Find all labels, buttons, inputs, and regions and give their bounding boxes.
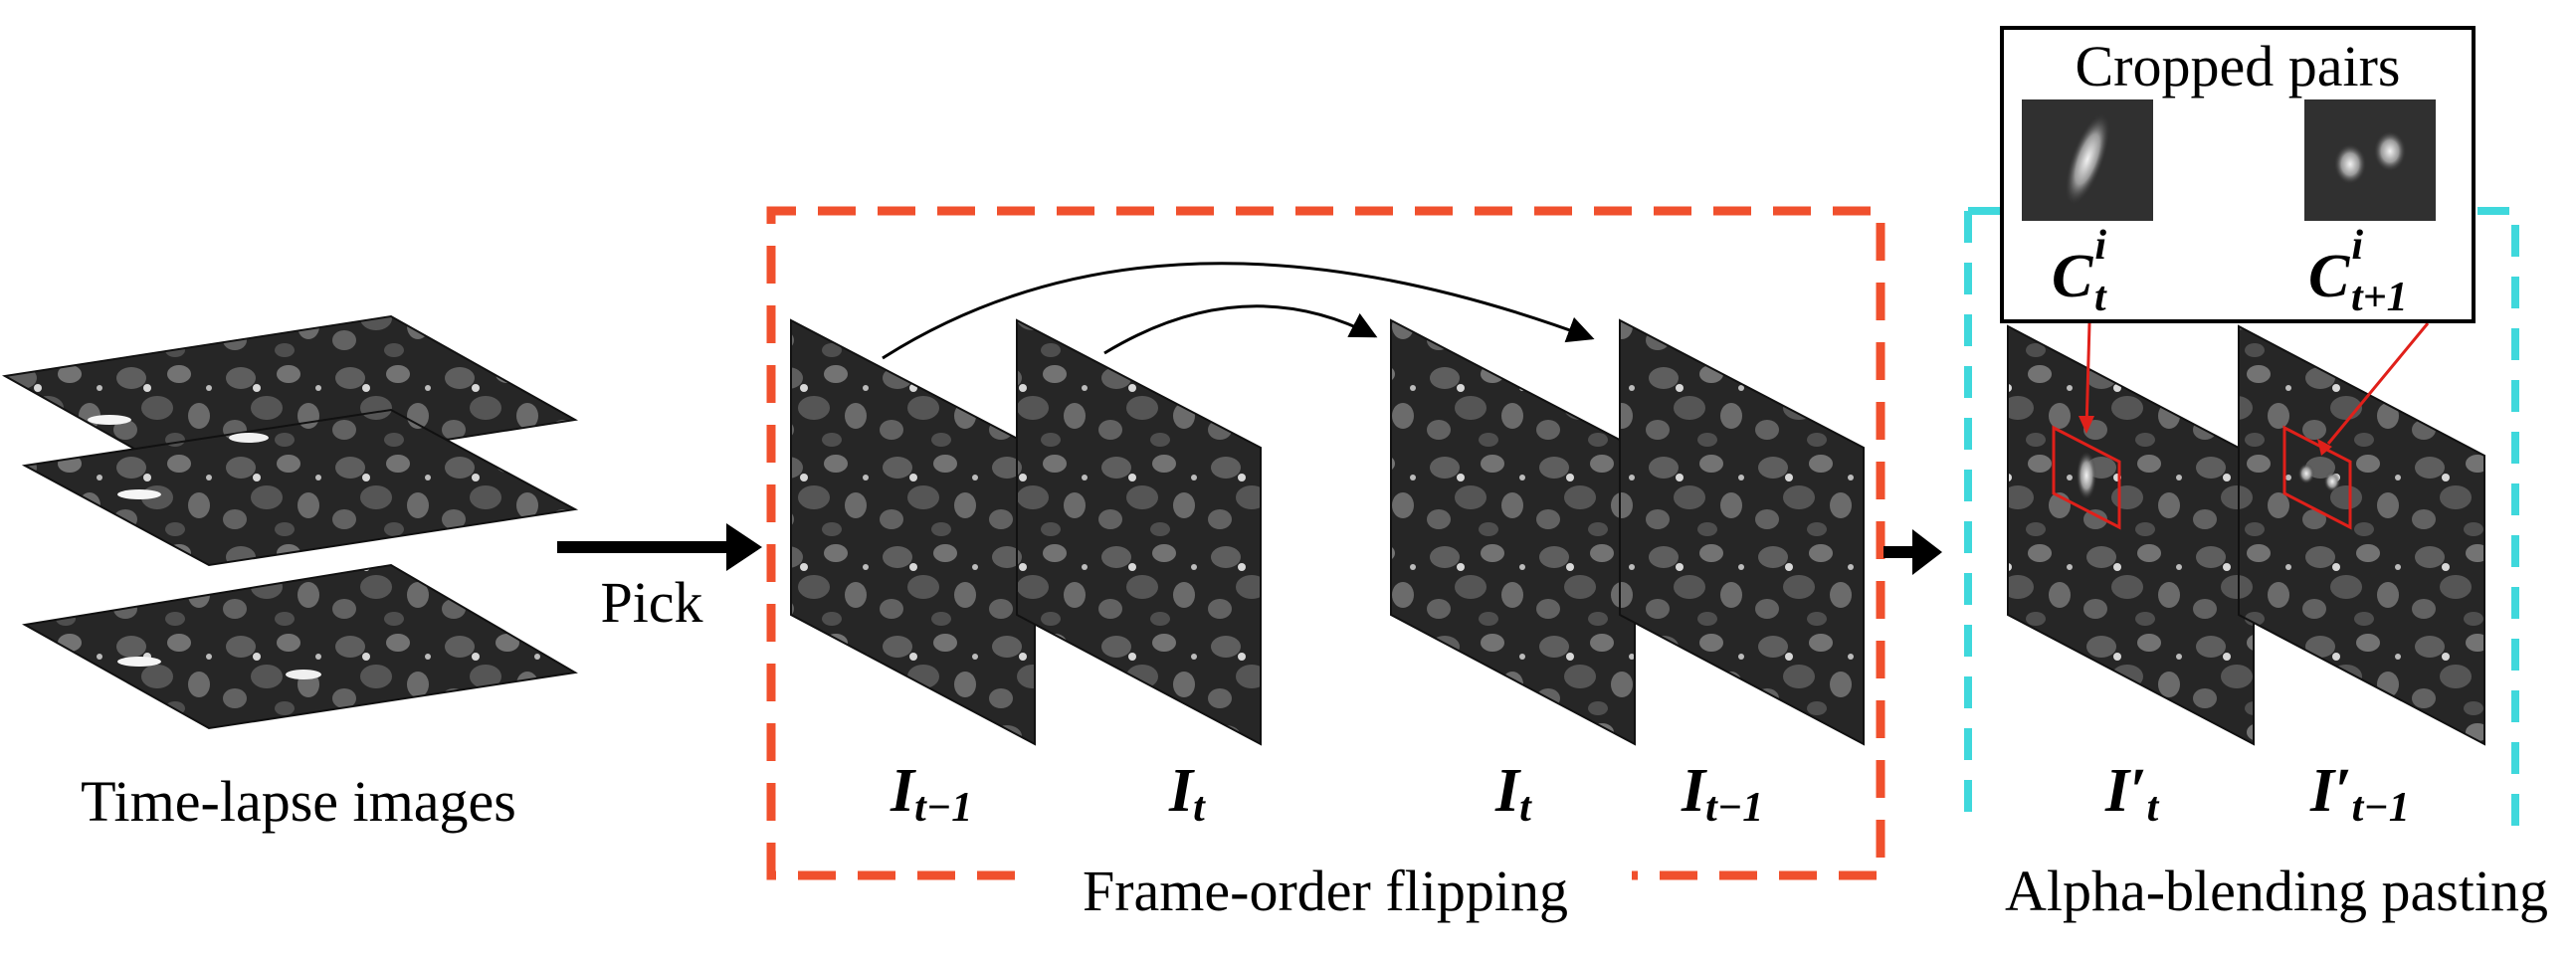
paste-box xyxy=(1964,207,2519,826)
paste-caption: Alpha-blending pasting xyxy=(2005,859,2548,923)
paste-arrow xyxy=(1883,529,1942,575)
crop-pointer-2 xyxy=(2326,322,2430,445)
timelapse-slab-2 xyxy=(21,408,579,567)
crop-image-1 xyxy=(2022,99,2153,221)
paste-frame-2 xyxy=(2238,324,2485,746)
pick-arrow xyxy=(557,523,762,571)
paste-highlight-2 xyxy=(2282,425,2352,530)
paste-frames xyxy=(2007,324,2485,746)
flip-label-3: It xyxy=(1494,757,1532,831)
paste-label-1: I′t xyxy=(2104,757,2160,831)
flip-label-2: It xyxy=(1168,757,1206,831)
cropped-caption: Cropped pairs xyxy=(2076,34,2401,98)
flip-frame-3 xyxy=(1390,318,1636,746)
flip-arrow-outer xyxy=(882,262,1595,360)
timelapse-caption: Time-lapse images xyxy=(81,769,516,834)
flip-caption: Frame-order flipping xyxy=(1083,859,1568,923)
flip-frame-2 xyxy=(1016,318,1262,746)
flip-frame-1 xyxy=(790,318,1036,746)
timelapse-stack xyxy=(1,314,579,730)
crop-pointer-1 xyxy=(2084,322,2091,431)
paste-frame-1 xyxy=(2007,324,2255,746)
flip-label-4: It−1 xyxy=(1681,757,1763,831)
flip-frames xyxy=(790,318,1865,746)
flip-frame-4 xyxy=(1619,318,1865,746)
pick-caption: Pick xyxy=(600,570,702,635)
timelapse-slab-3 xyxy=(22,563,578,730)
paste-highlight-1 xyxy=(2052,425,2121,530)
flip-box xyxy=(766,206,1885,880)
flip-label-1: It−1 xyxy=(890,757,972,831)
crop-image-2 xyxy=(2304,99,2436,221)
paste-label-2: I′t−1 xyxy=(2309,757,2410,831)
flip-arrow-inner xyxy=(1103,304,1378,355)
